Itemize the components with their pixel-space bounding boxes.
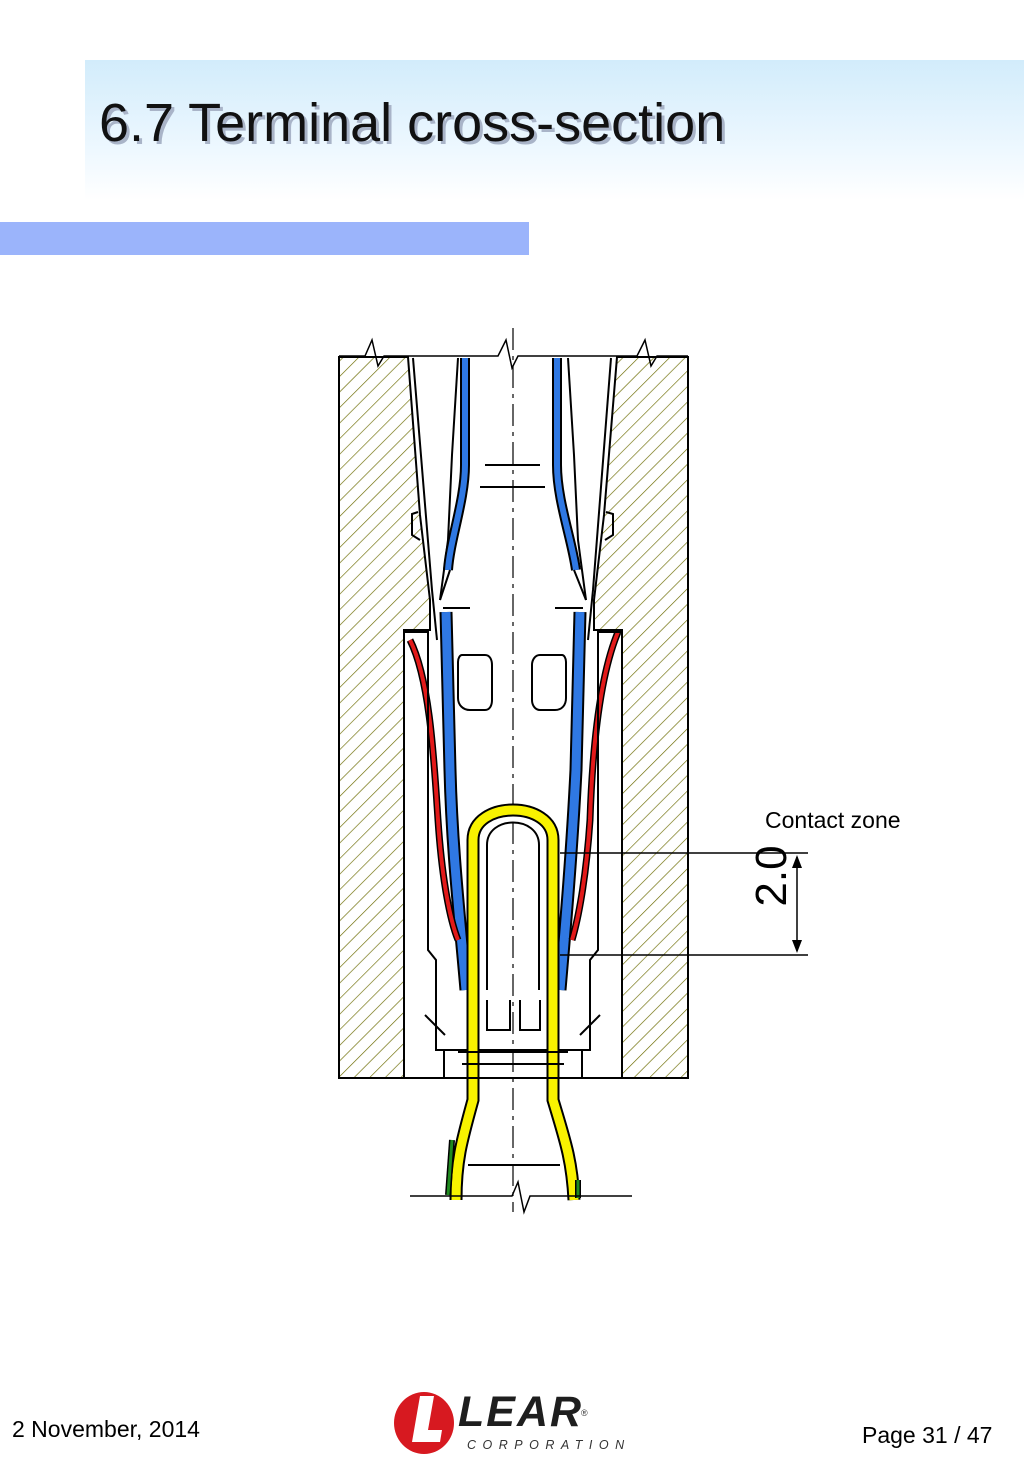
contact-zone-label: Contact zone	[765, 807, 901, 833]
left-inner-line	[439, 357, 459, 601]
right-taper-line	[587, 357, 612, 641]
pin-inner-bore	[486, 821, 540, 990]
terminal-neck	[480, 464, 545, 488]
title-accent-bar	[0, 222, 529, 255]
dimension-arrow-top	[792, 855, 802, 868]
left-latch-pocket	[457, 654, 493, 711]
title-band	[85, 60, 1024, 200]
left-latch-notch	[411, 511, 421, 541]
insert-frame	[404, 631, 622, 1051]
pin-retainer-steps	[443, 1000, 583, 1078]
lear-logo: LEAR ® CORPORATION	[392, 1386, 627, 1458]
page-title: 6.7 Terminal cross-section	[99, 93, 726, 153]
lear-logo-mark-icon	[394, 1392, 454, 1454]
right-latch-notch	[604, 511, 614, 541]
logo-subtitle: CORPORATION	[467, 1438, 631, 1452]
page-number: Page 31 / 47	[862, 1422, 993, 1448]
bottom-break-line	[410, 1179, 632, 1215]
footer-date: 2 November, 2014	[12, 1416, 200, 1442]
housing-left-wall	[338, 356, 431, 1079]
logo-registered: ®	[581, 1408, 588, 1418]
housing-right-wall	[593, 356, 689, 1079]
left-taper-line	[412, 357, 438, 641]
logo-wordmark: LEAR	[458, 1388, 584, 1436]
right-inner-line	[567, 357, 587, 601]
right-latch-pocket	[531, 654, 567, 711]
dimension-arrow-bottom	[792, 940, 802, 953]
top-break-line	[339, 337, 688, 371]
